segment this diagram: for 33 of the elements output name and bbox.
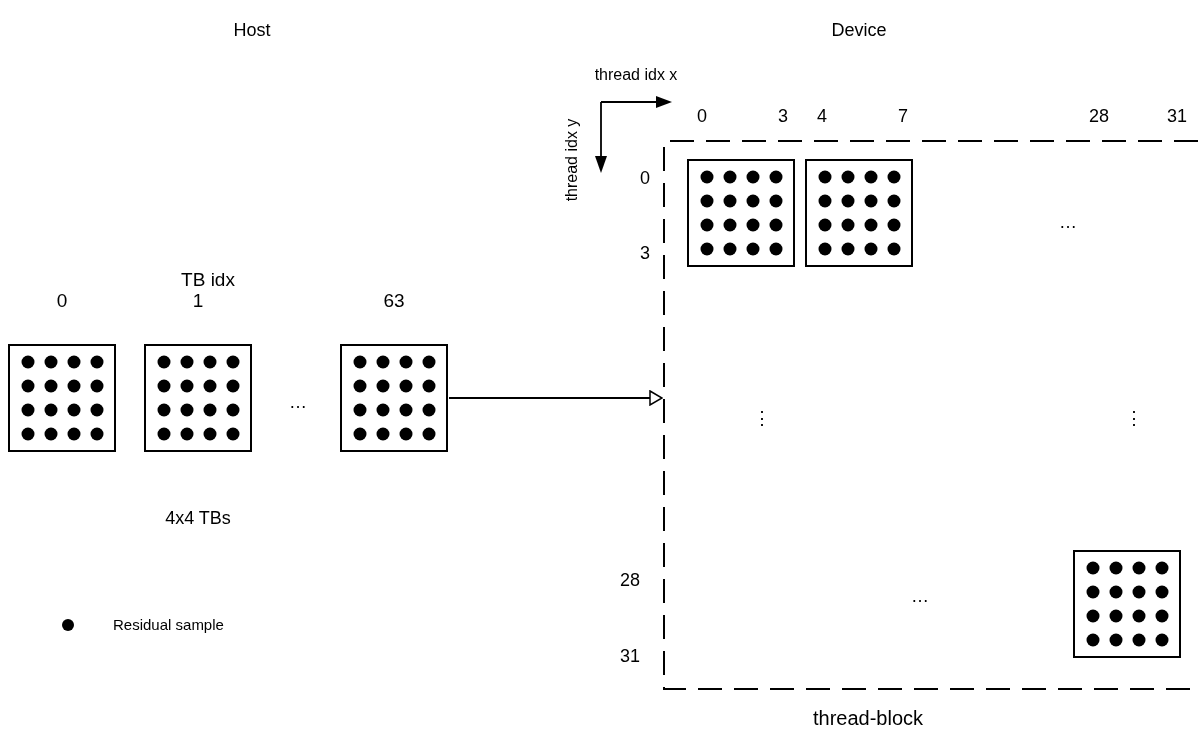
axis-label: TB idx — [181, 269, 235, 289]
index-number: 0 — [56, 290, 68, 310]
sample-block — [144, 344, 252, 452]
index-number: 28 — [1089, 107, 1109, 125]
index-number: 31 — [620, 647, 640, 665]
sample-block — [340, 344, 448, 452]
index-number: 4 — [817, 107, 827, 125]
caption-text: 4x4 TBs — [165, 509, 231, 527]
arrow — [448, 390, 663, 406]
ellipsis: … — [289, 393, 307, 411]
sample-block — [805, 159, 913, 267]
index-number: 28 — [620, 571, 640, 589]
index-number: 1 — [192, 290, 204, 310]
index-number: 0 — [640, 169, 650, 187]
ellipsis: ⋮ — [1125, 409, 1143, 427]
index-number: 63 — [383, 290, 405, 310]
legend-text: Residual sample — [113, 616, 224, 634]
sample-block — [687, 159, 795, 267]
heading: Host — [233, 21, 271, 39]
ellipsis: ⋮ — [753, 409, 771, 427]
ellipsis: … — [1059, 213, 1077, 231]
index-number: 31 — [1167, 107, 1187, 125]
region-title: thread-block — [813, 708, 924, 728]
index-number: 3 — [778, 107, 788, 125]
axis-label: thread idx y — [564, 118, 580, 202]
index-number: 3 — [640, 244, 650, 262]
ellipsis: … — [911, 587, 929, 605]
heading: Device — [831, 21, 887, 39]
sample-block — [1073, 550, 1181, 658]
index-number: 7 — [898, 107, 908, 125]
sample-block — [8, 344, 116, 452]
axis-label: thread idx x — [594, 67, 678, 83]
index-number: 0 — [697, 107, 707, 125]
